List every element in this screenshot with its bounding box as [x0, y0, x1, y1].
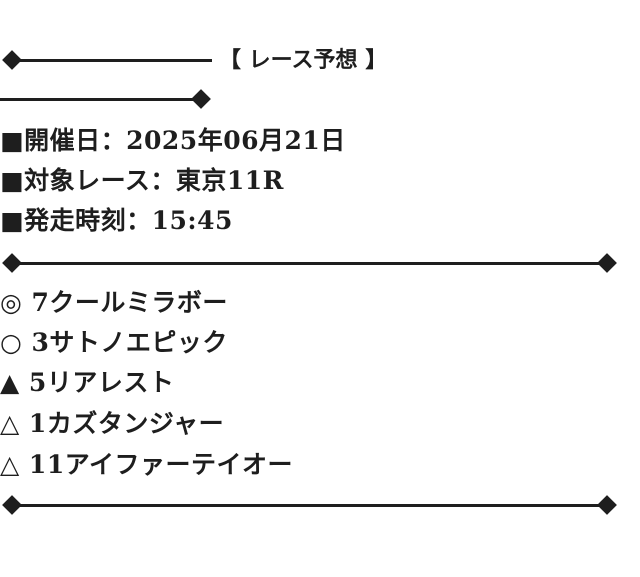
pick-renka-1: △ 1カズタンジャー	[0, 409, 225, 438]
sub-heading-divider-right-diamond	[191, 89, 211, 109]
divider-mid-right-diamond	[597, 253, 617, 273]
target-race: ■対象レース：東京11R	[0, 166, 284, 195]
pick-tanana: ▲ 5リアレスト	[0, 368, 175, 397]
heading-divider-line	[14, 59, 212, 62]
pick-taikou: ○ 3サトノエピック	[0, 328, 228, 357]
post-time: ■発走時刻：15:45	[0, 206, 233, 235]
section-heading: 【 レース予想 】	[219, 47, 388, 73]
pick-honmei: ◎ 7クールミラボー	[0, 288, 228, 317]
divider-bottom-right-diamond	[597, 495, 617, 515]
divider-bottom-line	[14, 504, 606, 507]
race-date: ■開催日：2025年06月21日	[0, 126, 346, 155]
sub-heading-divider-line	[0, 98, 196, 101]
pick-renka-2: △ 11アイファーテイオー	[0, 450, 293, 479]
divider-mid-line	[14, 262, 606, 265]
